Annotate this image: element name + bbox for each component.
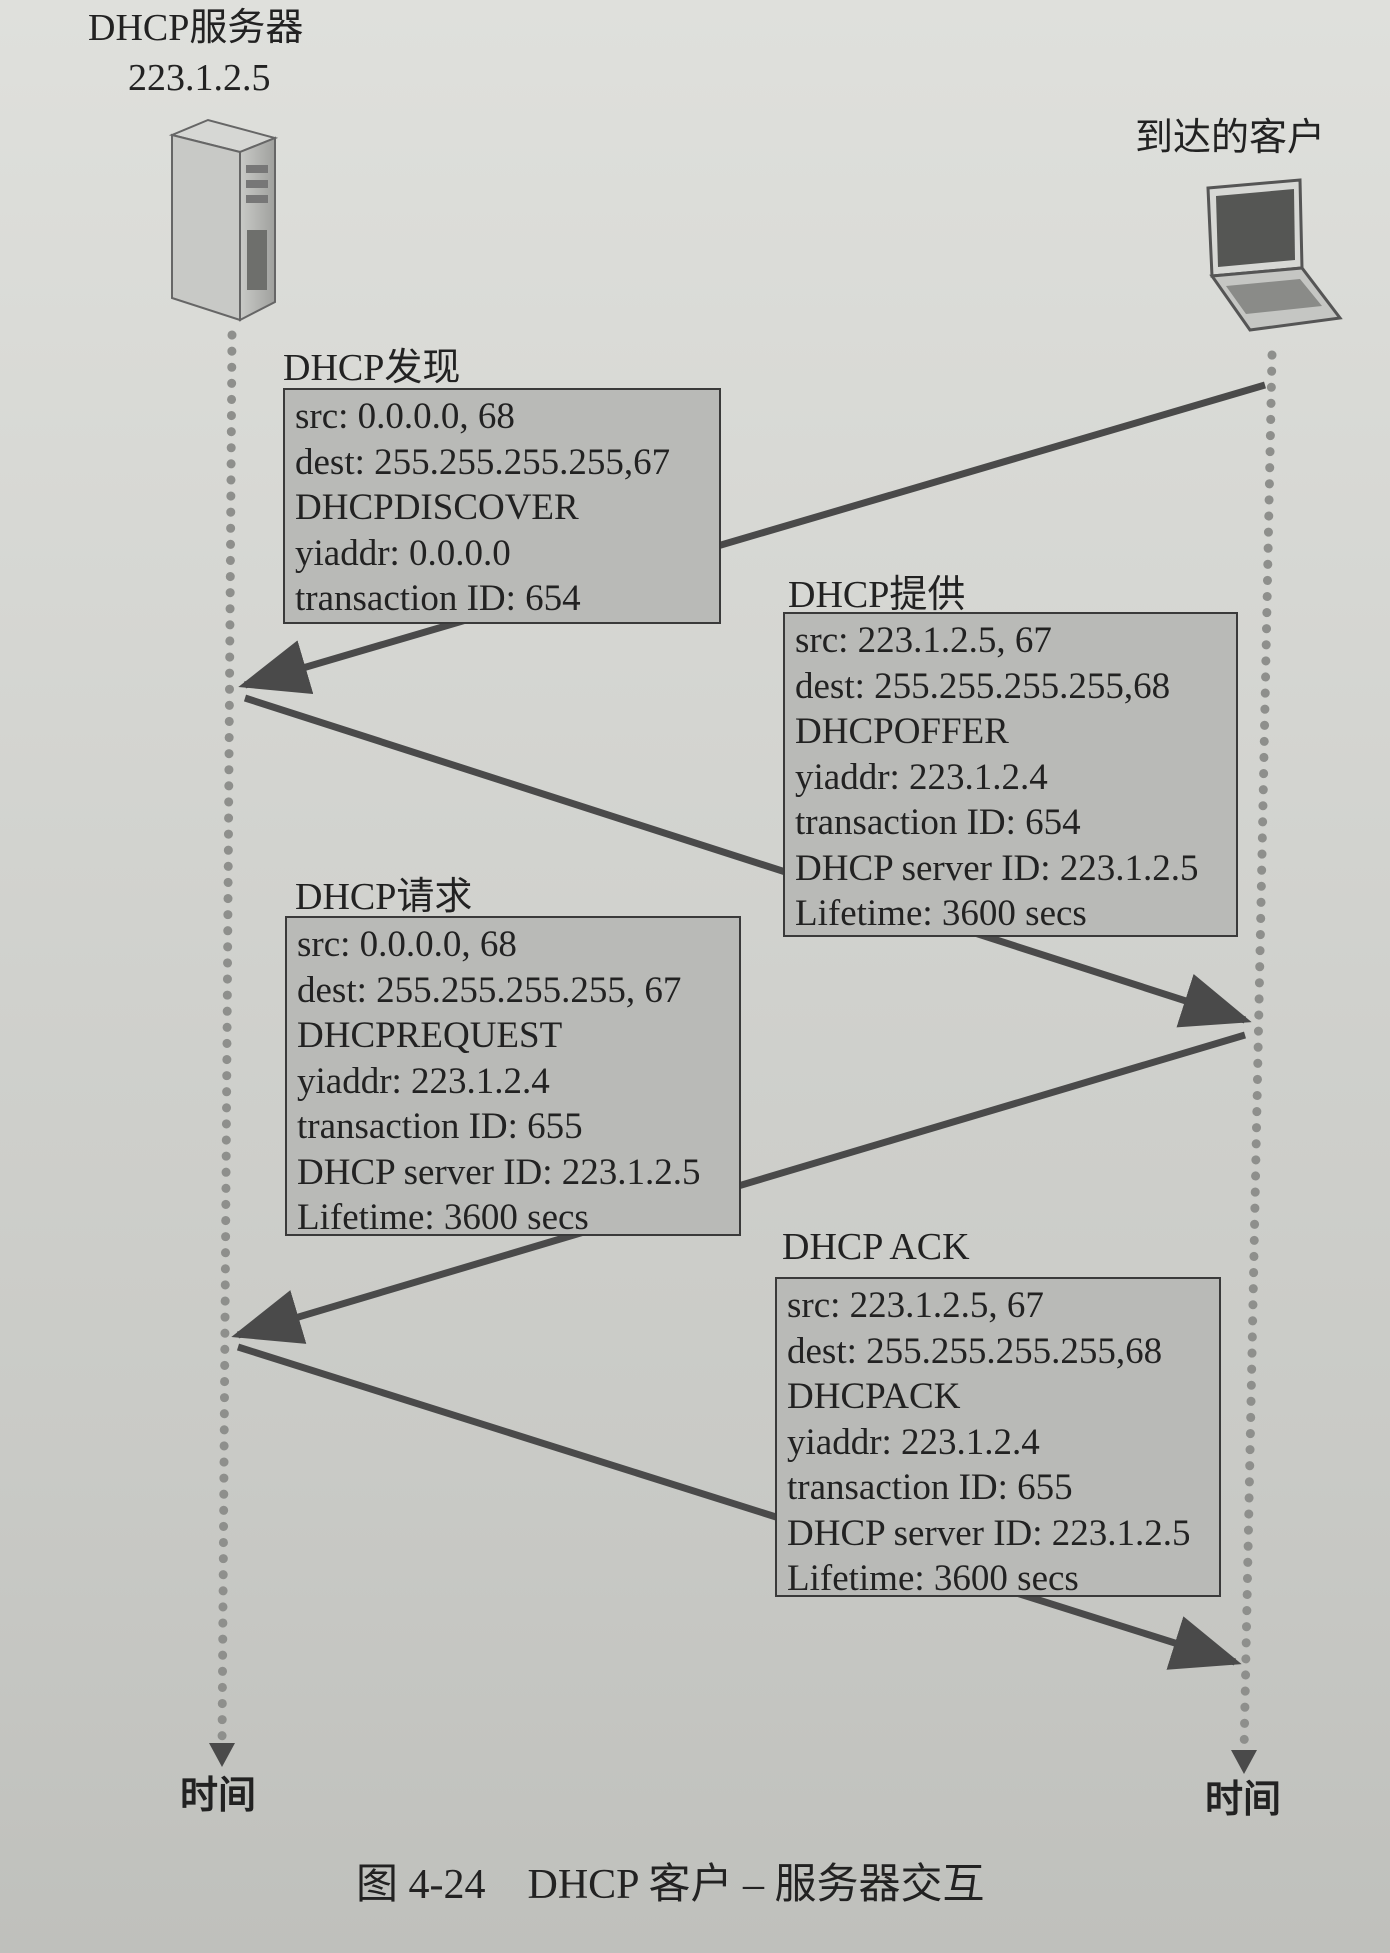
client-timeline (1239, 350, 1277, 1757)
arrow-request (231, 1031, 1246, 1344)
message-line: DHCPDISCOVER (295, 487, 579, 528)
message-title-offer: DHCP提供 (788, 574, 966, 616)
arrow-offer (243, 694, 1252, 1028)
message-line: transaction ID: 654 (795, 802, 1081, 843)
server-name-label: DHCP服务器 (88, 7, 304, 49)
figure-caption: 图 4-24 DHCP 客户 – 服务器交互 (356, 1862, 985, 1908)
message-line: yiaddr: 223.1.2.4 (795, 756, 1048, 798)
time-label-server: 时间 (180, 1775, 257, 1817)
message-title-request: DHCP请求 (295, 876, 473, 918)
message-line: Lifetime: 3600 secs (787, 1558, 1079, 1599)
message-line: Lifetime: 3600 secs (297, 1197, 589, 1238)
message-line: dest: 255.255.255.255,68 (787, 1330, 1163, 1372)
server-ip-label: 223.1.2.5 (128, 57, 271, 99)
message-line: DHCP server ID: 223.1.2.5 (795, 847, 1199, 889)
message-line: dest: 255.255.255.255,67 (295, 441, 671, 483)
server-timeline-arrowhead (209, 1743, 235, 1767)
arrow-discover (238, 381, 1266, 695)
client-timeline-arrowhead (1231, 1750, 1257, 1774)
server-tower-icon (168, 118, 279, 322)
client-name-label: 到达的客户 (1135, 117, 1326, 159)
message-line: src: 223.1.2.5, 67 (795, 620, 1052, 661)
message-line: yiaddr: 223.1.2.4 (297, 1060, 550, 1102)
message-line: DHCPOFFER (795, 711, 1009, 752)
time-label-client: 时间 (1205, 1779, 1282, 1821)
message-line: src: 0.0.0.0, 68 (297, 924, 517, 965)
message-line: Lifetime: 3600 secs (795, 893, 1087, 934)
server-timeline (217, 330, 237, 1750)
message-line: yiaddr: 223.1.2.4 (787, 1421, 1040, 1463)
message-line: transaction ID: 654 (295, 578, 581, 619)
message-line: yiaddr: 0.0.0.0 (295, 532, 511, 574)
message-line: transaction ID: 655 (297, 1106, 583, 1147)
message-title-ack: DHCP ACK (782, 1226, 970, 1268)
message-box-offer: src: 223.1.2.5, 67 dest: 255.255.255.255… (783, 612, 1238, 937)
message-line: DHCPREQUEST (297, 1015, 563, 1056)
message-box-discover: src: 0.0.0.0, 68 dest: 255.255.255.255,6… (283, 388, 721, 624)
message-box-ack: src: 223.1.2.5, 67 dest: 255.255.255.255… (775, 1277, 1221, 1599)
message-title-discover: DHCP发现 (283, 347, 461, 389)
message-line: dest: 255.255.255.255, 67 (297, 969, 682, 1011)
message-line: dest: 255.255.255.255,68 (795, 665, 1171, 707)
arrow-ack (236, 1343, 1242, 1670)
message-line: DHCPACK (787, 1376, 961, 1417)
message-line: transaction ID: 655 (787, 1467, 1073, 1508)
message-line: src: 0.0.0.0, 68 (295, 396, 515, 437)
message-box-request: src: 0.0.0.0, 68 dest: 255.255.255.255, … (285, 916, 741, 1238)
message-line: DHCP server ID: 223.1.2.5 (787, 1512, 1191, 1554)
laptop-icon (1206, 178, 1343, 332)
message-line: src: 223.1.2.5, 67 (787, 1285, 1044, 1326)
message-line: DHCP server ID: 223.1.2.5 (297, 1151, 701, 1193)
